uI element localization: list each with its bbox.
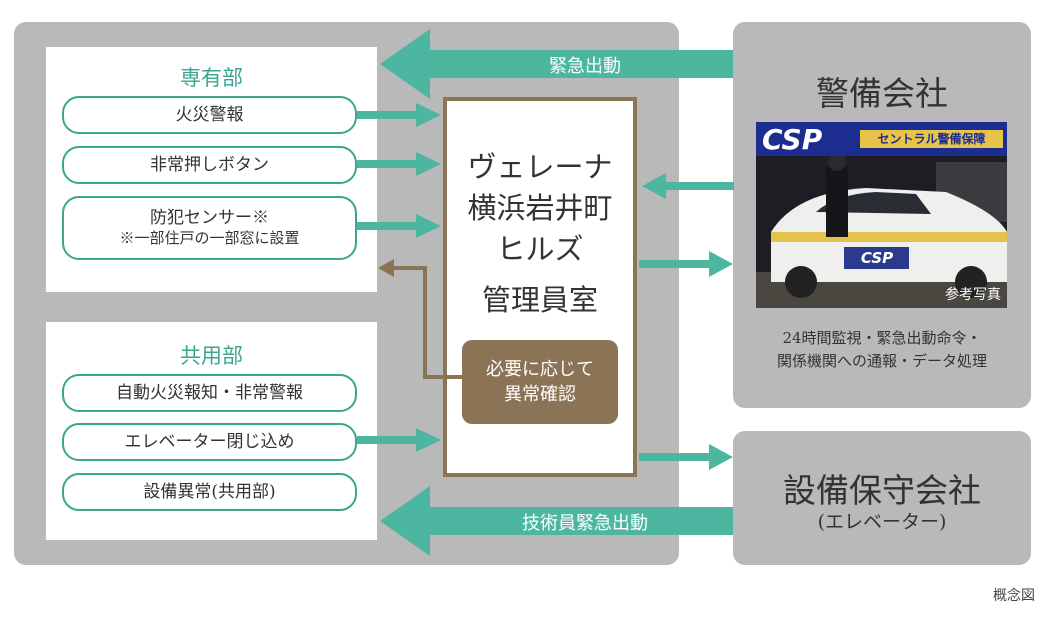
- equipment-fault-label: 設備異常(共用部): [143, 481, 276, 502]
- emergency-button-item: 非常押しボタン: [62, 146, 357, 184]
- office-to-maintenance-arrow: [639, 444, 733, 470]
- csp-banner: CSP セントラル警備保障: [756, 122, 1007, 156]
- fire-alarm-item: 火災警報: [62, 96, 357, 134]
- security-company-content: 警備会社 CSP セントラル警備保障 CSP 参考写真 24時間監視・緊急出動命…: [733, 22, 1031, 408]
- concept-diagram-note: 概念図: [993, 588, 1035, 604]
- office-line-2: 横浜岩井町: [467, 191, 613, 225]
- maintenance-company-panel: [733, 431, 1031, 565]
- auto-fire-alarm-label: 自動火災報知・非常警報: [116, 382, 303, 403]
- confirm-line-2: 異常確認: [504, 384, 576, 405]
- maintenance-company-content: 設備保守会社 (エレベーター): [733, 431, 1031, 565]
- office-line-1: ヴェレーナ: [467, 150, 613, 184]
- confirm-return-arrow: [378, 259, 462, 379]
- security-company-title: 警備会社: [816, 74, 948, 113]
- emergency-button-label: 非常押しボタン: [150, 154, 269, 175]
- office-line-3: ヒルズ: [496, 232, 584, 266]
- private-section-panel: 専有部 火災警報 非常押しボタン 防犯センサー※ ※一部住戸の一部窓に設置: [46, 47, 377, 292]
- private-section-title: 専有部: [180, 66, 243, 90]
- auto-fire-alarm-item: 自動火災報知・非常警報: [62, 374, 357, 412]
- maintenance-company-title: 設備保守会社: [783, 471, 981, 510]
- common-section-title: 共用部: [180, 344, 243, 368]
- elevator-trap-item: エレベーター閉じ込め: [62, 423, 357, 461]
- technician-dispatch-label: 技術員緊急出動: [522, 513, 648, 534]
- confirm-box: 必要に応じて 異常確認: [462, 340, 618, 424]
- security-to-office-arrow: [642, 173, 734, 199]
- security-duties-line-2: 関係機関への通報・データ処理: [776, 352, 987, 370]
- office-to-security-arrow: [639, 251, 733, 277]
- confirm-line-1: 必要に応じて: [486, 358, 594, 380]
- technician-dispatch-arrow: [380, 486, 733, 556]
- security-sensor-label: 防犯センサー※: [150, 208, 269, 229]
- office-line-4: 管理員室: [481, 283, 598, 317]
- security-photo: CSP セントラル警備保障 CSP 参考写真: [756, 122, 1007, 308]
- elevator-trap-label: エレベーター閉じ込め: [124, 431, 295, 452]
- fire-alarm-label: 火災警報: [175, 104, 244, 125]
- emergency-dispatch-label: 緊急出動: [549, 56, 621, 77]
- security-sensor-note: ※一部住戸の一部窓に設置: [119, 229, 300, 248]
- photo-caption: 参考写真: [945, 287, 1001, 303]
- security-sensor-item: 防犯センサー※ ※一部住戸の一部窓に設置: [62, 196, 357, 260]
- common-section-panel: 共用部 自動火災報知・非常警報 エレベーター閉じ込め 設備異常(共用部): [46, 322, 377, 540]
- maintenance-company-subtitle: (エレベーター): [817, 511, 947, 533]
- security-duties-line-1: 24時間監視・緊急出動命令・: [782, 329, 982, 347]
- common-arrow: [357, 428, 441, 452]
- emergency-dispatch-arrow: [380, 29, 733, 99]
- csp-company-name: セントラル警備保障: [860, 130, 1003, 148]
- csp-logo: CSP: [762, 123, 823, 156]
- equipment-fault-item: 設備異常(共用部): [62, 473, 357, 511]
- car-csp-logo: CSP: [860, 249, 894, 267]
- private-arrows: [357, 103, 441, 238]
